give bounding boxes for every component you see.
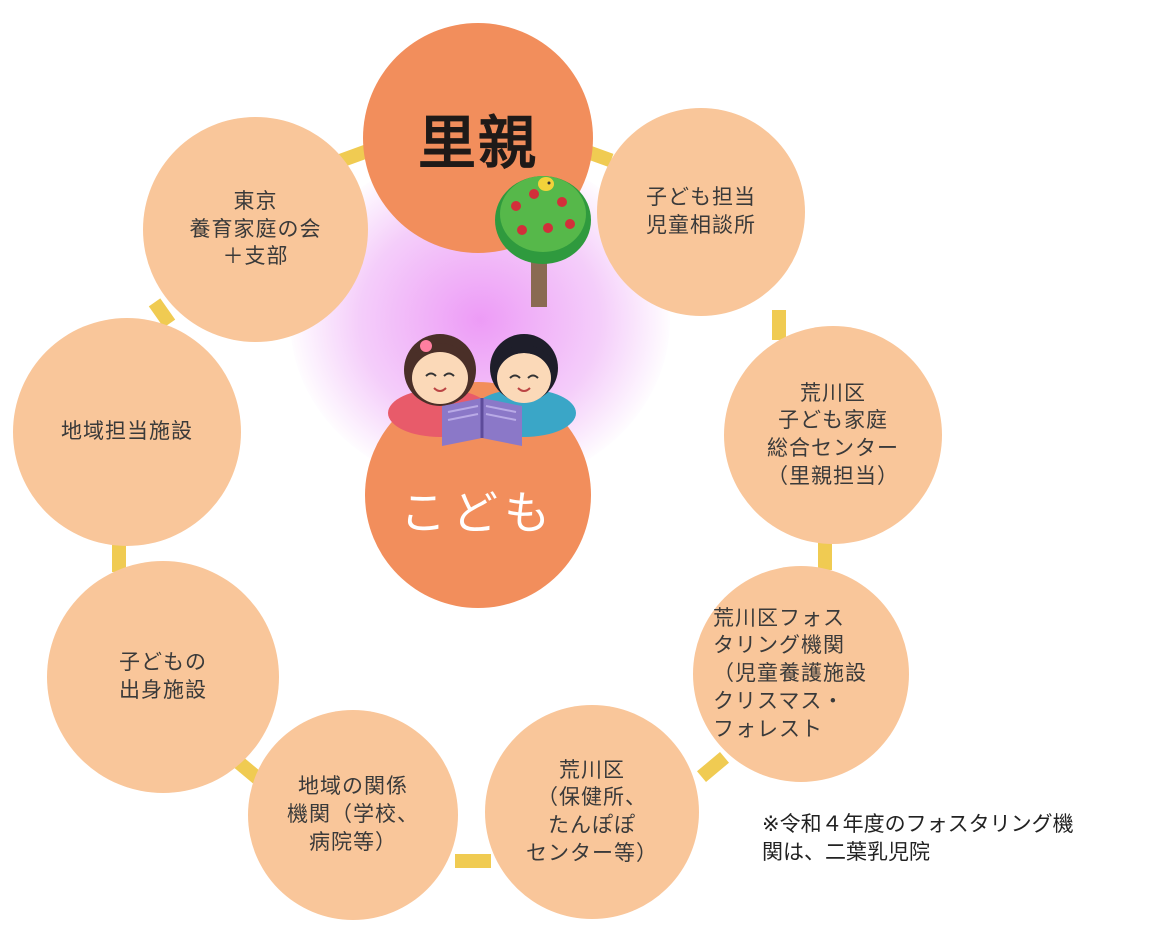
node-label: 地域担当施設 <box>61 419 193 444</box>
node-label: 東京 養育家庭の会 ＋支部 <box>189 188 322 269</box>
node-origin-facility: 子どもの 出身施設 <box>47 561 279 793</box>
foster-parent-label: 里親 <box>417 109 538 177</box>
node-arakawa-health: 荒川区 （保健所、 たんぽぽ センター等） <box>485 705 699 919</box>
node-regional-facility: 地域担当施設 <box>13 318 241 546</box>
footnote: ※令和４年度のフォスタリング機 関は、二葉乳児院 <box>762 812 1074 865</box>
node-label: 荒川区フォス タリング機関 （児童養護施設 クリスマス・ フォレスト <box>713 605 867 741</box>
connector <box>697 751 729 783</box>
children-reading-illustration <box>388 334 576 446</box>
node-label: 荒川区 子ども家庭 総合センター （里親担当） <box>767 380 899 488</box>
node-community-agencies: 地域の関係 機関（学校、 病院等） <box>248 710 458 920</box>
node-label: 子どもの 出身施設 <box>119 650 207 702</box>
node-label: 荒川区 （保健所、 たんぽぽ センター等） <box>526 757 658 865</box>
node-arakawa-family-center: 荒川区 子ども家庭 総合センター （里親担当） <box>724 326 942 544</box>
connector <box>455 854 491 868</box>
connector <box>772 310 786 340</box>
node-label: 子ども担当 児童相談所 <box>646 185 756 237</box>
connector <box>112 538 126 572</box>
node-fostering-agency: 荒川区フォス タリング機関 （児童養護施設 クリスマス・ フォレスト <box>693 566 909 782</box>
node-child-guidance-center: 子ども担当 児童相談所 <box>597 108 805 316</box>
apple-tree-icon <box>495 176 591 307</box>
child-label: こども <box>400 486 556 540</box>
node-label: 地域の関係 機関（学校、 病院等） <box>287 774 419 854</box>
connector <box>818 538 832 570</box>
node-tokyo-foster-association: 東京 養育家庭の会 ＋支部 <box>143 117 368 342</box>
connector <box>148 298 176 328</box>
